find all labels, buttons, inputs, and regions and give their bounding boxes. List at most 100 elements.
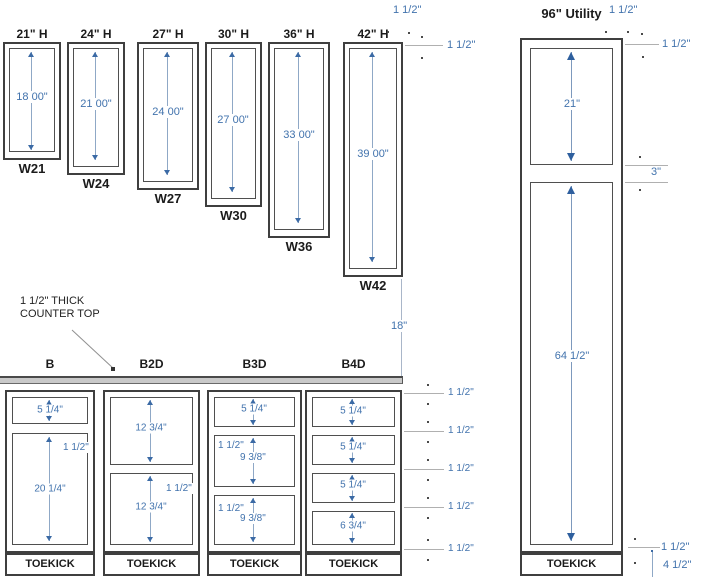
base-cabinet-label: B bbox=[45, 357, 55, 371]
toekick: TOEKICK bbox=[520, 553, 623, 576]
dimension-label: 20 1/4" bbox=[33, 483, 67, 495]
dim-leader-line bbox=[628, 547, 662, 548]
cabinet-opening bbox=[274, 48, 324, 230]
dim-tick bbox=[421, 36, 423, 38]
gap-dimension-label: 18" bbox=[390, 320, 409, 332]
dim-tick bbox=[427, 517, 429, 519]
dim-leader-line bbox=[625, 165, 668, 166]
wall-cabinet-code: W27 bbox=[154, 191, 182, 206]
wall-cabinet-w27: 27" H 24 00" W27 bbox=[137, 27, 199, 206]
dimension-label: 1 1/2" bbox=[392, 4, 423, 16]
base-cabinet-b3d: 5 1/4" 1 1/2" 9 3/8" 1 1/2" 9 3/8" bbox=[207, 390, 302, 553]
dim-tick bbox=[427, 479, 429, 481]
wall-cabinet-title: 36" H bbox=[283, 27, 315, 41]
drawer-opening bbox=[214, 495, 295, 545]
dimension-label: 1 1/2" bbox=[447, 501, 475, 512]
toekick: TOEKICK bbox=[103, 553, 200, 576]
dimension-label: 24 00" bbox=[151, 106, 185, 118]
dimension-label: 64 1/2" bbox=[553, 350, 591, 362]
dim-leader-line bbox=[404, 393, 444, 394]
dimension-label: 5 1/4" bbox=[339, 441, 367, 453]
dimension-label: 9 3/8" bbox=[239, 452, 267, 463]
dimension-label: 21 00" bbox=[79, 98, 113, 110]
dim-leader-line bbox=[652, 552, 653, 577]
dimension-arrow bbox=[567, 186, 575, 541]
dimension-label: 4 1/2" bbox=[662, 559, 693, 571]
utility-cabinet: 21" 64 1/2" bbox=[520, 38, 623, 553]
dim-tick bbox=[634, 538, 636, 540]
dimension-label: 1 1/2" bbox=[446, 39, 477, 51]
drawer-opening bbox=[12, 397, 88, 424]
wall-cabinet-code: W42 bbox=[359, 278, 387, 293]
base-cabinet-b4d: 5 1/4" 5 1/4" 5 1/4" 6 3/4" bbox=[305, 390, 402, 553]
base-cabinet-label: B3D bbox=[242, 357, 267, 371]
dimension-label: 3" bbox=[650, 166, 663, 178]
wall-cabinet-title: 21" H bbox=[16, 27, 48, 41]
dimension-label: 33 00" bbox=[282, 129, 316, 141]
wall-cabinet-title: 30" H bbox=[217, 27, 250, 41]
dimension-label: 12 3/4" bbox=[134, 422, 168, 434]
dim-leader-line bbox=[404, 549, 444, 550]
cabinet-opening bbox=[143, 48, 193, 182]
dimension-label: 27 00" bbox=[216, 114, 250, 126]
cabinet-opening bbox=[349, 48, 397, 269]
dim-tick bbox=[627, 31, 629, 33]
cabinet-opening bbox=[9, 48, 55, 152]
dim-leader-line bbox=[404, 431, 444, 432]
dim-tick bbox=[427, 459, 429, 461]
dim-tick bbox=[651, 550, 653, 552]
wall-cabinet-title: 27" H bbox=[152, 27, 184, 41]
countertop bbox=[0, 376, 403, 384]
drawer-opening bbox=[312, 511, 395, 545]
dim-tick bbox=[642, 56, 644, 58]
dim-tick bbox=[421, 57, 423, 59]
drawer-opening bbox=[214, 397, 295, 427]
drawer-opening bbox=[110, 473, 193, 545]
dim-leader-line bbox=[404, 507, 444, 508]
base-cabinet-label: B4D bbox=[341, 357, 366, 371]
wall-cabinet-title: 24" H bbox=[80, 27, 112, 41]
cabinet-opening bbox=[530, 48, 613, 165]
note-leader-line bbox=[71, 329, 115, 371]
dim-leader-line bbox=[625, 182, 668, 183]
dimension-label: 1 1/2" bbox=[62, 442, 90, 453]
dim-tick bbox=[427, 403, 429, 405]
cabinet-opening bbox=[211, 48, 256, 199]
base-cabinet-b: 5 1/4" 1 1/2" 20 1/4" bbox=[5, 390, 95, 553]
wall-cabinet-code: W36 bbox=[285, 239, 313, 254]
dimension-label: 9 3/8" bbox=[239, 513, 267, 524]
dim-tick bbox=[639, 189, 641, 191]
dimension-label: 5 1/4" bbox=[339, 405, 367, 417]
dimension-label: 1 1/2" bbox=[447, 425, 475, 436]
dimension-label: 1 1/2" bbox=[660, 541, 691, 553]
drawer-opening bbox=[214, 435, 295, 487]
dimension-label: 1 1/2" bbox=[447, 543, 475, 554]
dim-tick bbox=[639, 156, 641, 158]
dimension-label: 5 1/4" bbox=[36, 404, 64, 416]
dim-tick bbox=[634, 562, 636, 564]
dimension-label: 5 1/4" bbox=[339, 479, 367, 491]
wall-cabinet-code: W30 bbox=[220, 208, 247, 223]
drawer-opening bbox=[110, 397, 193, 465]
toekick: TOEKICK bbox=[5, 553, 95, 576]
dimension-label: 1 1/2" bbox=[217, 503, 245, 514]
dim-leader-line bbox=[405, 45, 443, 46]
base-cabinet-b2d: 12 3/4" 1 1/2" 12 3/4" bbox=[103, 390, 200, 553]
dimension-label: 12 3/4" bbox=[134, 501, 168, 513]
dim-tick bbox=[641, 33, 643, 35]
toekick: TOEKICK bbox=[207, 553, 302, 576]
dim-tick bbox=[427, 441, 429, 443]
wall-cabinet-w36: 36" H 33 00" W36 bbox=[268, 27, 330, 254]
dimension-label: 1 1/2" bbox=[165, 483, 193, 494]
countertop-note-line1: 1 1/2" THICK bbox=[20, 295, 85, 307]
wall-cabinet-title: 42" H bbox=[357, 27, 389, 41]
dimension-label: 1 1/2" bbox=[447, 463, 475, 474]
dim-tick bbox=[605, 31, 607, 33]
utility-cabinet-title: 96" Utility bbox=[541, 6, 602, 21]
dim-leader-line bbox=[625, 44, 659, 45]
dimension-label: 1 1/2" bbox=[447, 387, 475, 398]
drawer-opening bbox=[312, 435, 395, 465]
countertop-note: 1 1/2" THICK COUNTER TOP bbox=[20, 295, 100, 320]
dim-tick bbox=[427, 559, 429, 561]
